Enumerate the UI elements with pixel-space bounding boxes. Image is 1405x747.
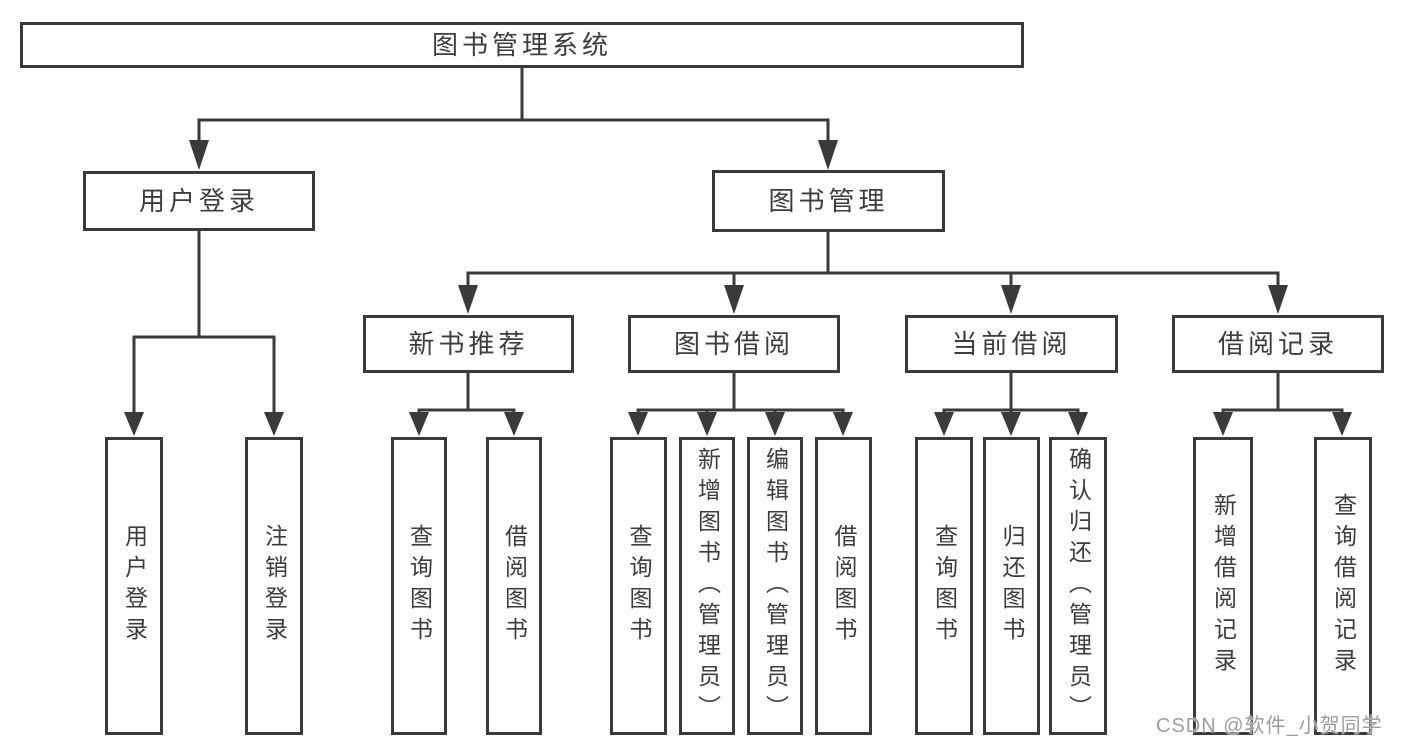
leaf-borrow-books-recommend: 借阅图书	[486, 437, 542, 735]
node-new-book-recommendation-label: 新书推荐	[408, 329, 529, 359]
node-book-management-label: 图书管理	[768, 186, 889, 216]
node-user-login-label: 用户登录	[138, 186, 259, 216]
node-book-borrowing-label: 图书借阅	[673, 329, 794, 359]
leaf-add-book-admin: 新增图书（管理员）	[679, 437, 735, 735]
leaf-edit-book-admin: 编辑图书（管理员）	[747, 437, 803, 735]
node-book-management: 图书管理	[712, 170, 945, 232]
node-current-borrowing: 当前借阅	[905, 315, 1118, 373]
leaf-query-books-current-label: 查询图书	[931, 524, 958, 648]
connector-borrow-records-to-leaves	[1213, 373, 1352, 436]
leaf-query-books-recommend: 查询图书	[391, 437, 447, 735]
connector-user-login-to-leaves	[124, 231, 284, 436]
leaf-logout: 注销登录	[245, 437, 303, 735]
leaf-borrow-books: 借阅图书	[815, 437, 872, 735]
node-current-borrowing-label: 当前借阅	[951, 329, 1072, 359]
leaf-query-books-recommend-label: 查询图书	[406, 524, 433, 648]
leaf-return-books-label: 归还图书	[999, 524, 1025, 648]
node-borrowing-records: 借阅记录	[1172, 315, 1384, 373]
watermark-text: CSDN @软件_小贺同学	[1156, 715, 1383, 737]
connector-root-to-branches	[189, 68, 838, 170]
node-library-system: 图书管理系统	[20, 22, 1024, 68]
leaf-user-login-label: 用户登录	[121, 524, 148, 648]
node-book-borrowing: 图书借阅	[628, 315, 840, 373]
leaf-return-books: 归还图书	[983, 437, 1040, 735]
leaf-query-books-borrowing-label: 查询图书	[626, 524, 652, 648]
leaf-logout-label: 注销登录	[261, 524, 288, 648]
leaf-borrow-books-label: 借阅图书	[831, 524, 857, 648]
leaf-query-books-borrowing: 查询图书	[610, 437, 667, 735]
leaf-query-books-current: 查询图书	[915, 437, 973, 735]
leaf-edit-book-admin-label: 编辑图书（管理员）	[762, 446, 789, 726]
node-borrowing-records-label: 借阅记录	[1217, 329, 1338, 359]
connector-new-book-to-leaves	[409, 373, 524, 436]
leaf-add-borrow-record-label: 新增借阅记录	[1210, 493, 1237, 679]
node-library-system-label: 图书管理系统	[431, 30, 612, 60]
node-user-login: 用户登录	[83, 171, 315, 231]
connector-book-borrowing-to-leaves	[628, 373, 853, 436]
node-new-book-recommendation: 新书推荐	[363, 315, 574, 373]
leaf-confirm-return-admin-label: 确认归还（管理员）	[1065, 446, 1092, 726]
leaf-add-book-admin-label: 新增图书（管理员）	[694, 446, 721, 726]
leaf-add-borrow-record: 新增借阅记录	[1193, 437, 1253, 735]
leaf-confirm-return-admin: 确认归还（管理员）	[1049, 437, 1107, 735]
connector-book-management-to-branches	[458, 232, 1288, 314]
leaf-query-borrow-record: 查询借阅记录	[1314, 437, 1372, 735]
leaf-borrow-books-recommend-label: 借阅图书	[501, 524, 528, 648]
connector-current-borrowing-to-leaves	[934, 373, 1088, 436]
leaf-query-borrow-record-label: 查询借阅记录	[1330, 493, 1357, 679]
leaf-user-login: 用户登录	[105, 437, 163, 735]
